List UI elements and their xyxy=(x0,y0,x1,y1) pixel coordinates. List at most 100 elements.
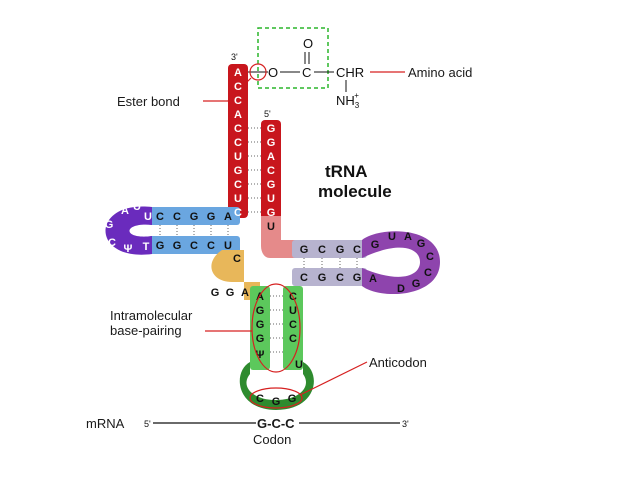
intramolecular-label-line1: Intramolecular xyxy=(110,308,193,323)
anticodon-loop xyxy=(239,362,314,410)
base: T xyxy=(143,241,150,253)
anticodon-pairs xyxy=(270,295,283,353)
base: U xyxy=(234,193,242,205)
acceptor-pairs xyxy=(248,127,261,213)
t-arm-bottom xyxy=(292,268,367,286)
base: C xyxy=(234,179,242,191)
acceptor-strand-3prime xyxy=(228,64,248,218)
base: G xyxy=(173,240,182,252)
mrna-five-prime: 5' xyxy=(144,419,151,429)
base: C xyxy=(234,207,242,219)
base: C xyxy=(426,251,434,263)
base: G xyxy=(300,244,309,256)
base: U xyxy=(234,151,242,163)
base: A xyxy=(267,151,275,163)
base: C xyxy=(156,211,164,223)
t-arm-top xyxy=(292,240,367,258)
base: G xyxy=(267,179,276,191)
base: G xyxy=(371,239,380,251)
base: C xyxy=(173,211,181,223)
base: A xyxy=(234,109,242,121)
base: C xyxy=(190,240,198,252)
base: G xyxy=(190,211,199,223)
base: U xyxy=(289,305,297,317)
connector-region xyxy=(211,250,260,300)
base: A xyxy=(234,67,242,79)
base: G xyxy=(256,305,265,317)
base: C xyxy=(207,240,215,252)
mrna-three-prime: 3' xyxy=(402,419,409,429)
amine-group: NH3+ xyxy=(336,91,360,110)
base: G xyxy=(267,207,276,219)
base: C xyxy=(353,244,361,256)
t-arm-pairs xyxy=(303,258,358,268)
base: C xyxy=(234,81,242,93)
acceptor-3prime-bases: A C C A C C U G C U C xyxy=(234,67,243,219)
d-loop xyxy=(105,206,152,255)
base: A xyxy=(224,211,232,223)
base: G xyxy=(336,244,345,256)
base: C xyxy=(336,272,344,284)
base: C xyxy=(108,237,116,249)
connector-bases: C G G A xyxy=(211,253,249,299)
base: C xyxy=(234,95,242,107)
d-arm-bottom xyxy=(148,236,240,254)
base: G xyxy=(256,319,265,331)
base: C xyxy=(318,244,326,256)
d-arm-top xyxy=(148,207,240,225)
intramolecular-label-line2: base-pairing xyxy=(110,323,182,338)
base: U xyxy=(224,240,232,252)
t-loop xyxy=(362,231,440,295)
ester-bond-label: Ester bond xyxy=(117,94,180,109)
base: Ψ xyxy=(124,243,133,255)
base: G xyxy=(207,211,216,223)
chr-group: CHR xyxy=(336,65,364,80)
base: G xyxy=(417,238,426,250)
base: A xyxy=(404,231,412,243)
base: C xyxy=(424,267,432,279)
d-arm-bases: C C G G A G G C C U xyxy=(156,211,232,252)
base: U xyxy=(133,201,141,213)
base: C xyxy=(289,333,297,345)
base: A xyxy=(369,273,377,285)
base: G xyxy=(256,333,265,345)
base: G xyxy=(105,219,114,231)
t-loop-bases: G U A G C C G D A xyxy=(369,231,434,295)
base: G xyxy=(267,137,276,149)
base: A xyxy=(121,205,129,217)
base: D xyxy=(397,283,405,295)
base-pairing-highlight xyxy=(251,283,301,373)
base: C xyxy=(267,165,275,177)
base: U xyxy=(295,359,303,371)
anticodon-label: Anticodon xyxy=(369,355,427,370)
base: G xyxy=(211,287,220,299)
base: A xyxy=(256,291,264,303)
anticodon-loop-bases: C G G xyxy=(256,393,296,408)
base: C xyxy=(256,393,264,405)
acceptor-5prime-bases: G G A C G U G U xyxy=(267,123,276,233)
diagram-title-line2: molecule xyxy=(318,182,392,201)
base: G xyxy=(353,272,362,284)
t-arm-bases: G C G C C G C G xyxy=(300,244,362,284)
ester-oxygen: O xyxy=(268,65,278,80)
diagram-title-line1: tRNA xyxy=(325,162,368,181)
amino-acid-box xyxy=(257,27,329,89)
base: G xyxy=(156,240,165,252)
carbonyl-oxygen: O xyxy=(303,36,313,51)
base: C xyxy=(300,272,308,284)
base: G xyxy=(267,123,276,135)
mrna-label: mRNA xyxy=(86,416,125,431)
base: G xyxy=(234,165,243,177)
base: A xyxy=(241,287,249,299)
five-prime-label: 5' xyxy=(264,109,271,119)
base: G xyxy=(288,393,297,405)
base: U xyxy=(388,231,396,243)
d-loop-bases: A U U G C Ψ T xyxy=(105,201,152,255)
base: C xyxy=(234,137,242,149)
base: G xyxy=(272,396,281,408)
base: C xyxy=(234,123,242,135)
codon-label: Codon xyxy=(253,432,291,447)
anticodon-arm-right xyxy=(283,286,303,370)
base: C xyxy=(233,253,241,265)
